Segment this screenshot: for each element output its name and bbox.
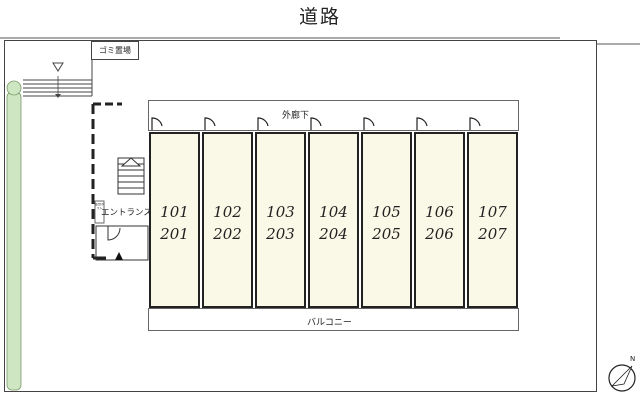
unit-number-first-floor: 103 [266, 203, 295, 221]
entrance-label: エントランス [101, 208, 152, 218]
site-boundary [4, 40, 597, 392]
unit-doors [151, 117, 481, 130]
unit-number-second-floor: 205 [372, 225, 401, 243]
unit-number-first-floor: 107 [478, 203, 507, 221]
unit-number-first-floor: 104 [319, 203, 348, 221]
building-wall-left [91, 102, 122, 260]
road-label: 道路 [298, 6, 341, 28]
staircase-icon [117, 157, 145, 195]
unit-number-second-floor: 202 [213, 225, 242, 243]
garbage-area-label: ゴミ置場 [91, 41, 139, 60]
unit-number-second-floor: 204 [319, 225, 348, 243]
unit-block: 104 204 [308, 132, 359, 308]
mailbox-label: 集合ポスト [95, 203, 104, 210]
unit-number-first-floor: 101 [160, 203, 189, 221]
unit-number-first-floor: 105 [372, 203, 401, 221]
entry-arrow-icon [52, 62, 64, 72]
unit-block: 106 206 [414, 132, 465, 308]
corridor-outline [148, 100, 519, 131]
unit-block: 105 205 [361, 132, 412, 308]
unit-number-second-floor: 203 [266, 225, 295, 243]
svg-text:N: N [630, 355, 635, 363]
unit-block: 103 203 [255, 132, 306, 308]
hedge [6, 80, 22, 391]
north-arrow-icon: N [608, 355, 636, 392]
entrance-arrow-icon [115, 252, 123, 260]
balcony-label: バルコニー [307, 318, 352, 328]
unit-number-second-floor: 206 [425, 225, 454, 243]
unit-block: 101 201 [149, 132, 200, 308]
unit-number-first-floor: 106 [425, 203, 454, 221]
corridor-label: 外廊下 [282, 111, 310, 121]
entry-arrow-small-icon [55, 94, 61, 98]
unit-block: 102 202 [202, 132, 253, 308]
balcony-outline [148, 308, 519, 331]
entrance-lobby [95, 225, 149, 261]
unit-number-second-floor: 207 [478, 225, 507, 243]
entry-path [23, 58, 93, 98]
mailbox [94, 200, 105, 224]
unit-number-second-floor: 201 [160, 225, 189, 243]
unit-number-first-floor: 102 [213, 203, 242, 221]
unit-block: 107 207 [467, 132, 518, 308]
